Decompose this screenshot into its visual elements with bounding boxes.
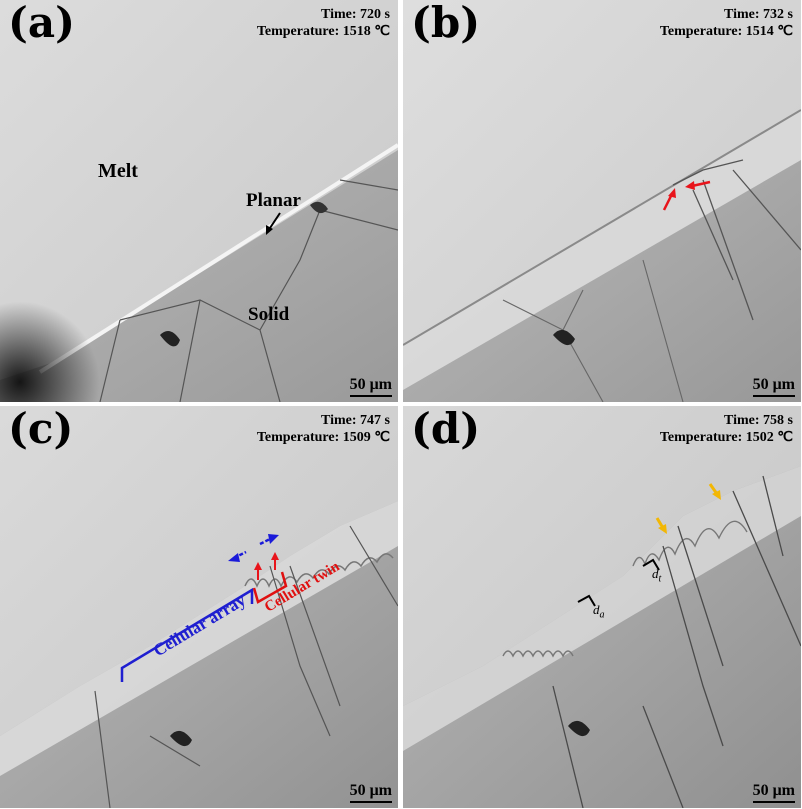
panel-d: (d) Time: 758 s Temperature: 1502 ℃ da d…: [403, 406, 801, 808]
scale-line-a: [349, 395, 392, 397]
panel-b: (b) Time: 732 s Temperature: 1514 ℃ 50 μ…: [403, 0, 801, 402]
scale-bar-c: 50 μm: [349, 782, 392, 803]
scale-bar-b: 50 μm: [752, 376, 795, 397]
scale-line-d: [752, 801, 795, 803]
time-label-c: Time: 747 s: [321, 413, 390, 428]
scale-text-b: 50 μm: [752, 376, 795, 393]
solid-label: Solid: [248, 304, 290, 325]
cellular-overlays-c: [120, 534, 288, 682]
scale-line-c: [349, 801, 392, 803]
temperature-label-a: Temperature: 1518 ℃: [256, 24, 390, 39]
scale-text-d: 50 μm: [752, 782, 795, 799]
scale-bar-d: 50 μm: [752, 782, 795, 803]
red-arrows-b: [662, 180, 711, 211]
d-a-label: da: [593, 602, 605, 621]
panel-a: (a) Time: 720 s Temperature: 1518 ℃ Melt…: [0, 0, 398, 402]
temperature-label-d: Temperature: 1502 ℃: [659, 430, 793, 445]
info-c: Time: 747 s Temperature: 1509 ℃: [257, 412, 390, 446]
micrograph-d: [403, 406, 801, 808]
d-t-label: dt: [652, 566, 661, 585]
planar-label: Planar: [246, 190, 301, 211]
panel-label-b: (b): [411, 0, 481, 47]
time-label-b: Time: 732 s: [724, 7, 793, 22]
info-b: Time: 732 s Temperature: 1514 ℃: [660, 6, 793, 40]
micrograph-a: [0, 0, 398, 402]
d-a-main: d: [593, 602, 600, 617]
micrograph-c: [0, 406, 398, 808]
panel-label-c: (c): [8, 406, 74, 453]
panel-c: (c) Time: 747 s Temperature: 1509 ℃ Cell…: [0, 406, 398, 808]
scale-bar-a: 50 μm: [349, 376, 392, 397]
panel-label-a: (a): [8, 0, 75, 47]
d-t-sub: t: [658, 573, 662, 585]
temperature-label-c: Temperature: 1509 ℃: [256, 430, 390, 445]
time-label-d: Time: 758 s: [724, 413, 793, 428]
scale-text-a: 50 μm: [349, 376, 392, 393]
planar-arrow: [266, 212, 281, 235]
info-d: Time: 758 s Temperature: 1502 ℃: [660, 412, 793, 446]
temperature-label-b: Temperature: 1514 ℃: [659, 24, 793, 39]
panel-label-d: (d): [411, 406, 481, 453]
melt-label: Melt: [98, 160, 138, 182]
scale-text-c: 50 μm: [349, 782, 392, 799]
scale-line-b: [752, 395, 795, 397]
info-a: Time: 720 s Temperature: 1518 ℃: [257, 6, 390, 40]
d-t-main: d: [652, 566, 659, 581]
overlays-d: [577, 483, 721, 607]
d-a-sub: a: [599, 609, 605, 621]
time-label-a: Time: 720 s: [321, 7, 390, 22]
